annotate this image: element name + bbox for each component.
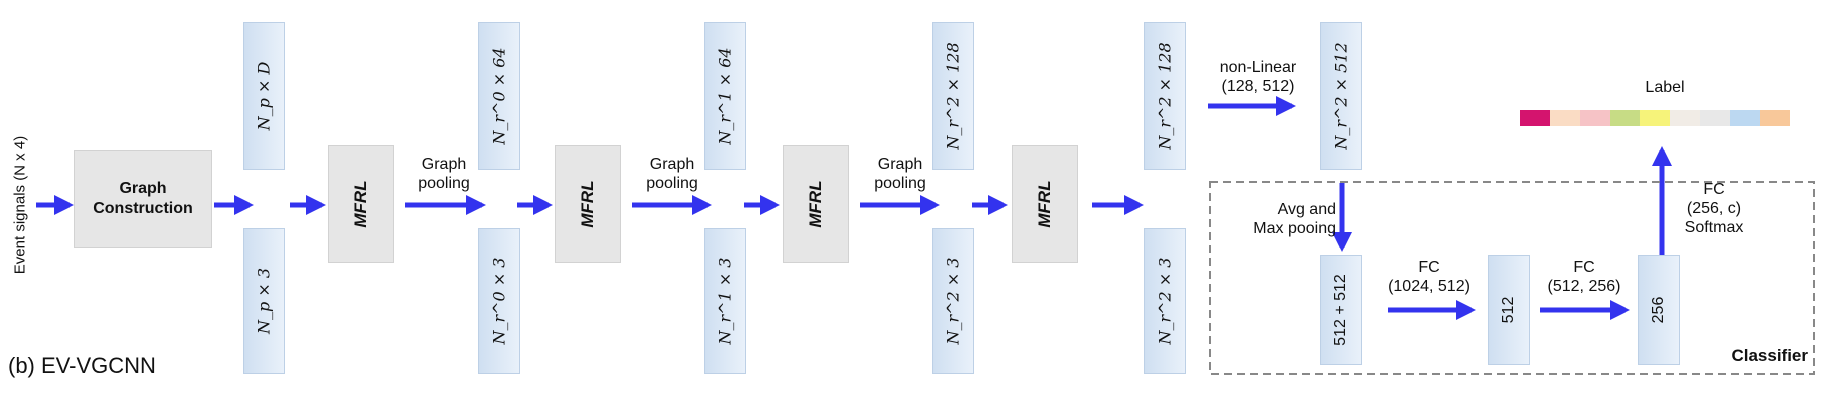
- label-color-cell: [1700, 110, 1730, 126]
- feature-top-4: N_r^2 × 128: [932, 22, 974, 170]
- label-color-cell: [1640, 110, 1670, 126]
- label-title: Label: [1645, 79, 1685, 96]
- mfrl-block-1: MFRL: [328, 145, 394, 263]
- fc2-label: FC (512, 256): [1547, 259, 1621, 295]
- feature-top-2: N_r^0 × 64: [478, 22, 520, 170]
- label-color-cell: [1520, 110, 1550, 126]
- feature-bottom-2: N_r^0 × 3: [478, 228, 520, 374]
- mfrl-block-3: MFRL: [783, 145, 849, 263]
- classifier-frame: [1209, 181, 1815, 375]
- feature-bottom-4: N_r^2 × 3: [932, 228, 974, 374]
- label-color-cell: [1550, 110, 1580, 126]
- input-signal-label: Event signals (N x 4): [12, 136, 29, 274]
- graph-construction-label: Graph Construction: [93, 180, 193, 217]
- mfrl-block-2: MFRL: [555, 145, 621, 263]
- fc1-label: FC (1024, 512): [1388, 259, 1470, 295]
- feature-top-5: N_r^2 × 128: [1144, 22, 1186, 170]
- graph-pooling-label-2: Graph pooling: [646, 156, 698, 192]
- classifier-box-256: 256: [1638, 255, 1680, 365]
- classifier-box-concat: 512 + 512: [1320, 255, 1362, 365]
- feature-bottom-3: N_r^1 × 3: [704, 228, 746, 374]
- graph-construction-box: Graph Construction: [74, 150, 212, 248]
- classifier-title: Classifier: [1731, 346, 1808, 365]
- graph-pooling-label-3: Graph pooling: [874, 156, 926, 192]
- label-color-strip: [1520, 110, 1790, 126]
- feature-top-6: N_r^2 × 512: [1320, 22, 1362, 170]
- label-color-cell: [1580, 110, 1610, 126]
- label-color-cell: [1610, 110, 1640, 126]
- feature-bottom-5: N_r^2 × 3: [1144, 228, 1186, 374]
- nonlinear-label: non-Linear (128, 512): [1219, 59, 1297, 95]
- mfrl-block-4: MFRL: [1012, 145, 1078, 263]
- label-color-cell: [1730, 110, 1760, 126]
- classifier-box-512: 512: [1488, 255, 1530, 365]
- avg-max-pooling-label: Avg and Max pooing: [1253, 201, 1336, 237]
- label-color-cell: [1760, 110, 1790, 126]
- label-color-cell: [1670, 110, 1700, 126]
- graph-pooling-label-1: Graph pooling: [418, 156, 470, 192]
- input-signal-text: Event signals (N x 4): [11, 135, 29, 275]
- feature-top-3: N_r^1 × 64: [704, 22, 746, 170]
- feature-top-1: N_p × D: [243, 22, 285, 170]
- figure-caption: (b) EV-VGCNN: [8, 353, 156, 378]
- feature-bottom-1: N_p × 3: [243, 228, 285, 374]
- fc3-label: FC (256, c) Softmax: [1684, 181, 1744, 236]
